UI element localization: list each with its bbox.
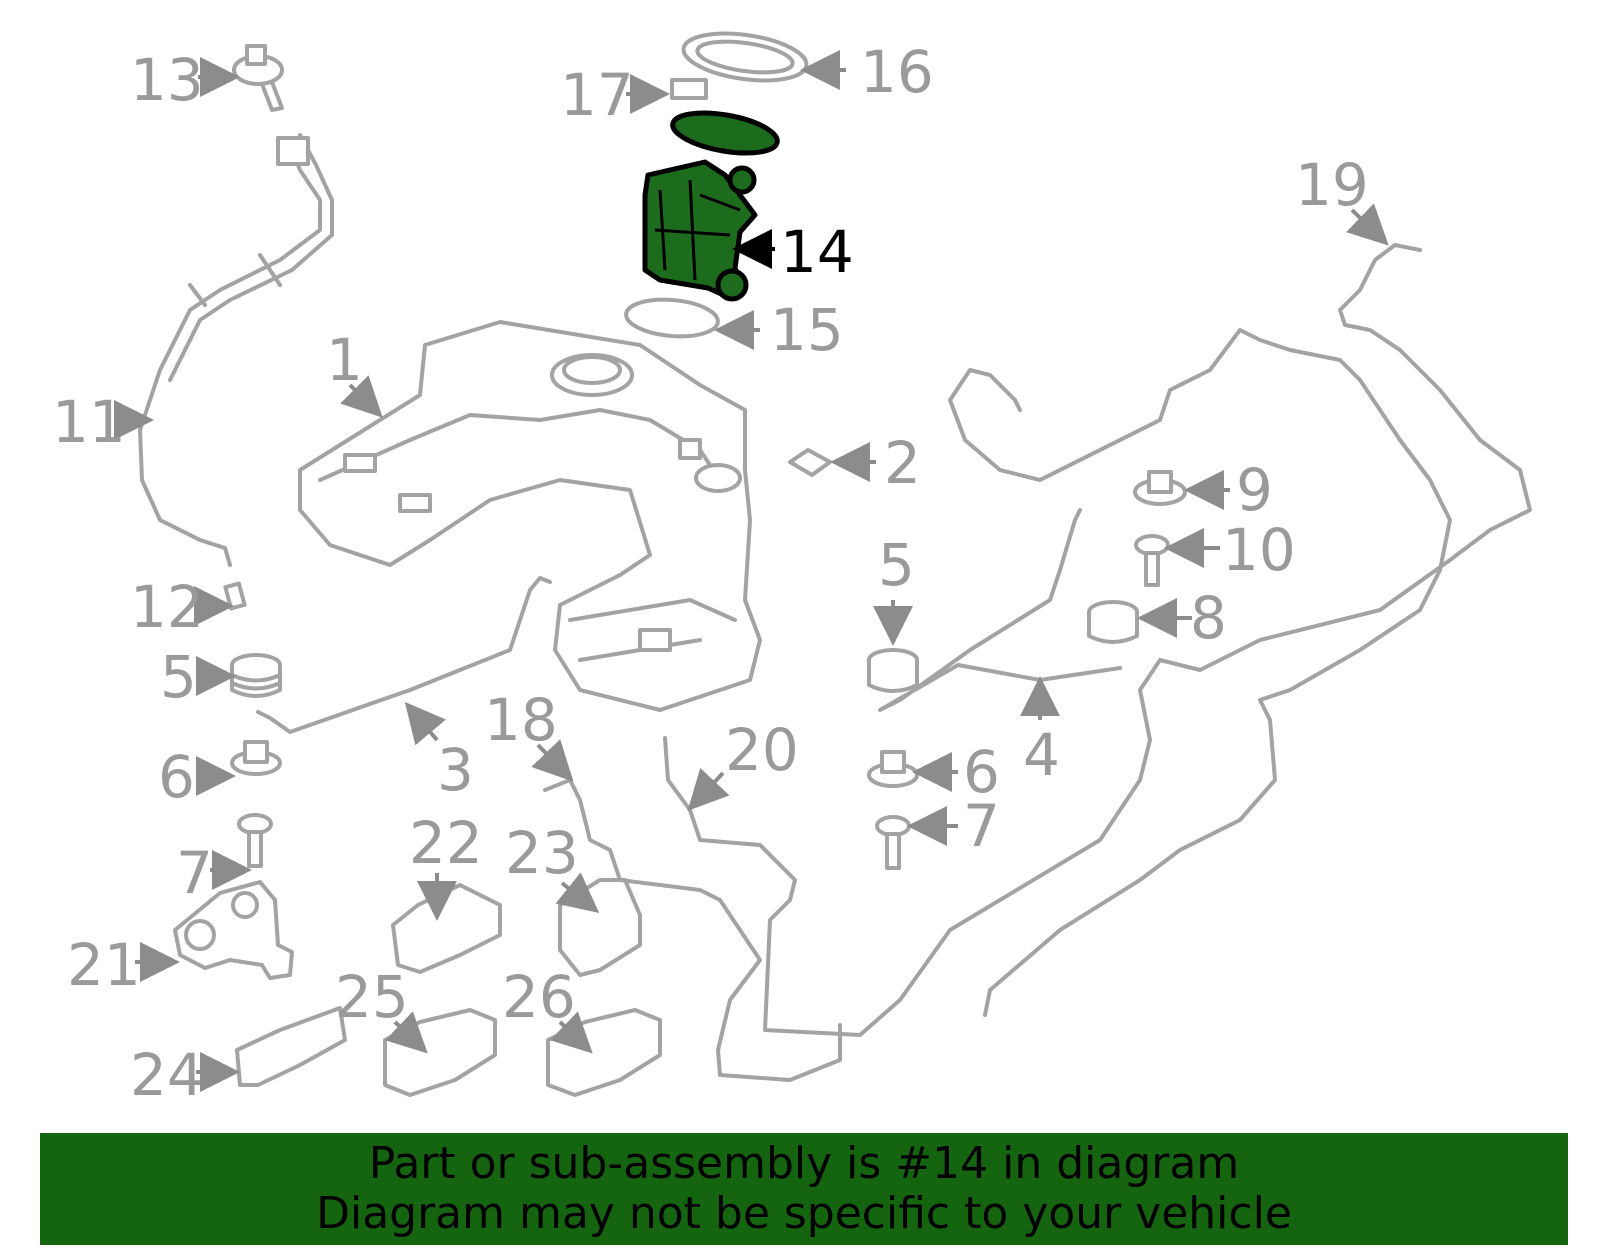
filler-cap [232, 44, 284, 112]
label-20: 20 [725, 716, 799, 784]
label-8: 8 [1190, 584, 1227, 652]
line-20 [663, 243, 1532, 1037]
grommet-right [867, 648, 919, 693]
footer-banner: Part or sub-assembly is #14 in diagram D… [40, 1133, 1568, 1245]
label-15: 15 [770, 296, 844, 364]
label-21: 21 [67, 931, 141, 999]
seal-ring [624, 297, 720, 339]
filler-neck [138, 133, 334, 567]
connector-17 [670, 78, 708, 100]
label-23: 23 [505, 819, 579, 887]
grommet-left [230, 653, 282, 698]
bolt-10 [1134, 534, 1170, 587]
leader-lines [114, 50, 1389, 1092]
label-5-right: 5 [878, 531, 915, 599]
label-13: 13 [130, 46, 204, 114]
bolt-right [875, 815, 911, 870]
label-25: 25 [335, 963, 409, 1031]
label-9: 9 [1236, 456, 1273, 524]
footer-line-2: Diagram may not be specific to your vehi… [316, 1188, 1292, 1239]
clip-23 [558, 878, 642, 977]
label-5-left: 5 [160, 643, 197, 711]
bolt-left [237, 813, 273, 868]
label-4: 4 [1023, 721, 1060, 789]
lock-ring [681, 31, 809, 83]
label-16: 16 [860, 38, 934, 106]
footer-line-1: Part or sub-assembly is #14 in diagram [368, 1138, 1240, 1189]
line-19 [948, 328, 1452, 1017]
plug-part [223, 581, 247, 611]
label-1: 1 [326, 326, 363, 394]
bumper-9 [1133, 470, 1187, 506]
label-19: 19 [1295, 151, 1369, 219]
label-11: 11 [52, 388, 126, 456]
label-10: 10 [1222, 516, 1296, 584]
label-6-right: 6 [963, 738, 1000, 806]
label-12: 12 [130, 573, 204, 641]
label-3: 3 [437, 736, 474, 804]
label-14: 14 [780, 218, 854, 286]
fuel-tank [298, 320, 762, 712]
label-7-right: 7 [963, 792, 1000, 860]
line-18 [543, 778, 842, 1082]
label-26: 26 [502, 963, 576, 1031]
label-18: 18 [484, 686, 558, 754]
line-3 [256, 576, 552, 734]
clip-22 [391, 883, 502, 974]
label-2: 2 [884, 429, 921, 497]
label-7-left: 7 [176, 839, 213, 907]
grommet-8 [1087, 600, 1139, 644]
label-6-left: 6 [158, 743, 195, 811]
fuel-pump-module [642, 110, 780, 302]
bumper-right [867, 750, 919, 788]
label-22: 22 [409, 809, 483, 877]
pad-part [788, 448, 832, 477]
line-4 [878, 508, 1122, 712]
label-24: 24 [130, 1041, 204, 1109]
clip-block [235, 1006, 347, 1087]
label-17: 17 [560, 61, 634, 129]
callout-labels: 1 2 3 4 5 5 6 6 7 7 8 9 10 11 12 13 14 1… [52, 38, 1369, 1109]
sensor-bracket [173, 880, 294, 980]
bumper-left [230, 740, 282, 776]
